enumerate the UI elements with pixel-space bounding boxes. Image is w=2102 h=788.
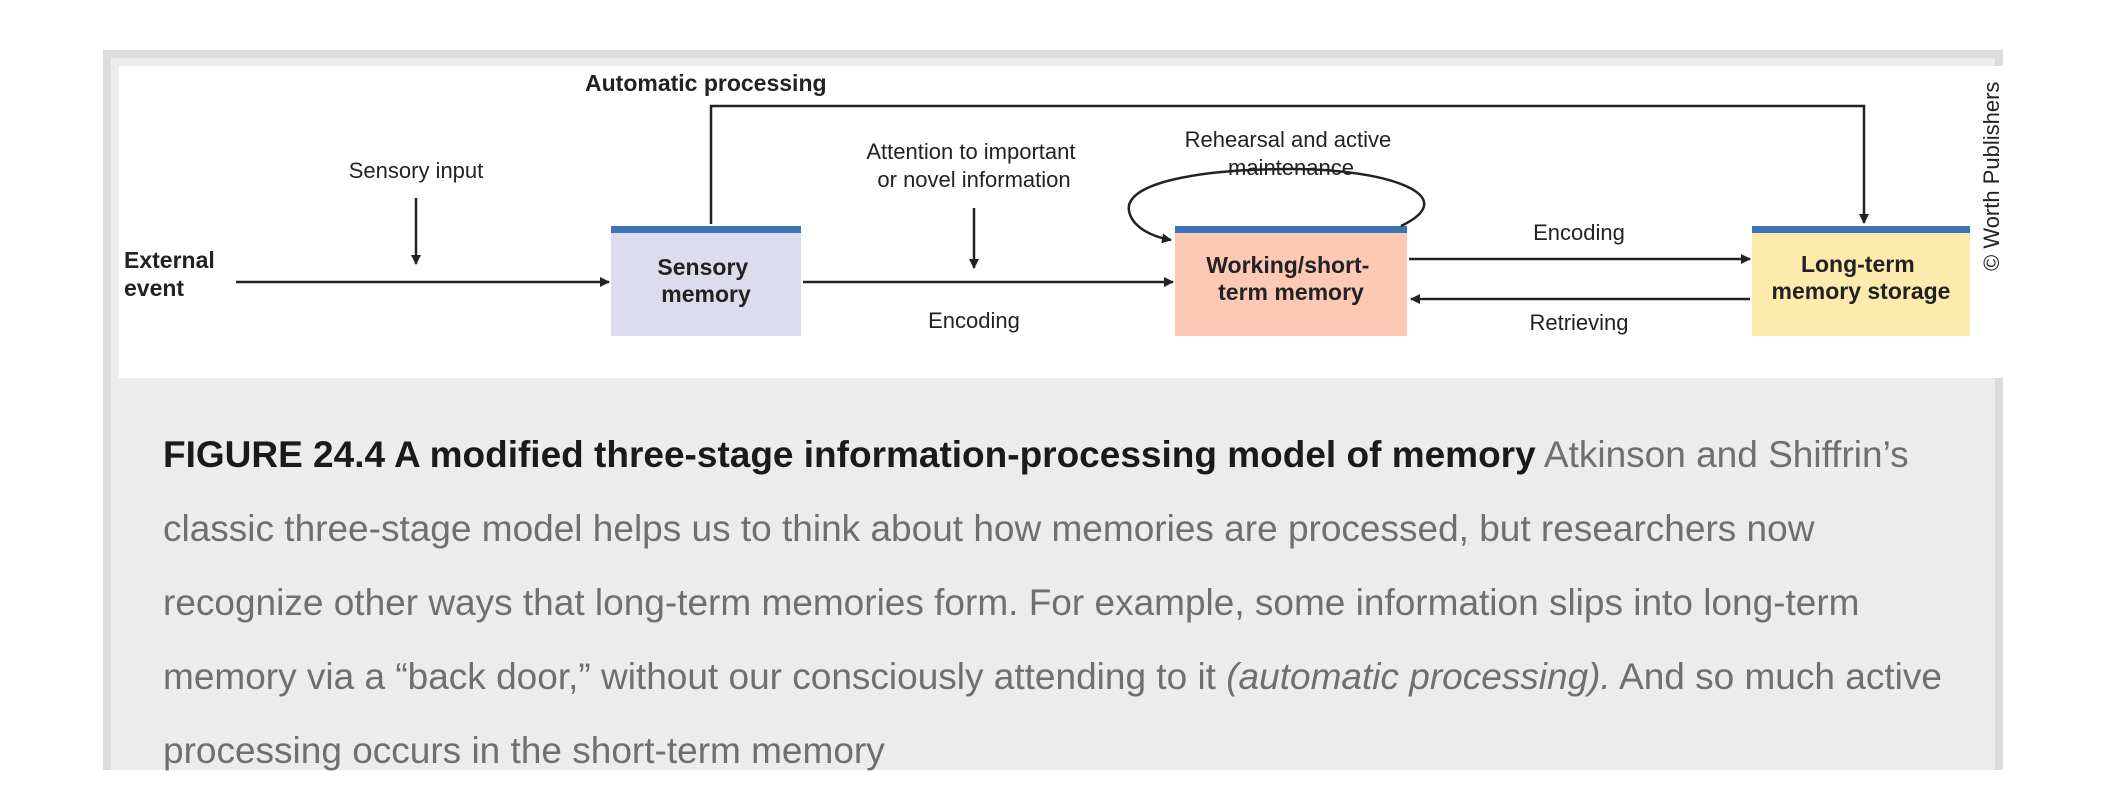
caption-text-1: Atkinson and Shiffrin’s classic three-st…	[163, 434, 1909, 697]
rehearsal-line-1: Rehearsal and active	[1185, 127, 1392, 152]
arrow-automatic-processing	[709, 104, 1869, 224]
external-event-line-2: event	[124, 275, 184, 301]
long-term-memory-line-2: memory storage	[1772, 278, 1951, 304]
figure-caption: FIGURE 24.4 A modified three-stage infor…	[163, 418, 1963, 788]
diagram-canvas: External event Sensory memory Working/sh…	[124, 70, 2003, 336]
working-memory-line-2: term memory	[1218, 279, 1364, 305]
sensory-memory-line-2: memory	[661, 281, 751, 307]
automatic-processing-label: Automatic processing	[585, 70, 827, 96]
working-memory-line-1: Working/short-	[1206, 252, 1369, 278]
caption-italic: (automatic processing).	[1226, 656, 1611, 697]
memory-model-diagram: External event Sensory memory Working/sh…	[119, 66, 2003, 378]
attention-label: Attention to important or novel informat…	[866, 139, 1081, 192]
rehearsal-line-2: maintenance	[1228, 155, 1354, 180]
encoding-top-label: Encoding	[1533, 220, 1625, 245]
figure-frame: External event Sensory memory Working/sh…	[103, 50, 2003, 771]
long-term-memory-line-1: Long-term	[1801, 251, 1915, 277]
encoding-bottom-label: Encoding	[928, 308, 1020, 333]
sensory-input-label: Sensory input	[349, 158, 484, 183]
long-term-memory-label: Long-term memory storage	[1772, 251, 1951, 304]
working-memory-topbar	[1175, 226, 1407, 233]
external-event-label: External event	[124, 247, 221, 301]
credit-text: © Worth Publishers	[1979, 82, 2003, 271]
sensory-memory-box	[611, 226, 801, 336]
working-memory-label: Working/short- term memory	[1206, 252, 1376, 305]
sensory-memory-label: Sensory memory	[657, 254, 754, 307]
sensory-memory-line-1: Sensory	[657, 254, 748, 280]
arrow-rehearsal-loop	[1127, 167, 1426, 244]
caption-title: FIGURE 24.4 A modified three-stage infor…	[163, 434, 1536, 475]
external-event-line-1: External	[124, 247, 215, 273]
working-memory-box	[1175, 226, 1407, 336]
sensory-memory-topbar	[611, 226, 801, 233]
retrieving-label: Retrieving	[1529, 310, 1628, 335]
rehearsal-label: Rehearsal and active maintenance	[1185, 127, 1398, 180]
attention-line-1: Attention to important	[866, 139, 1075, 164]
long-term-memory-box	[1752, 226, 1970, 336]
attention-line-2: or novel information	[877, 167, 1070, 192]
long-term-memory-topbar	[1752, 226, 1970, 233]
